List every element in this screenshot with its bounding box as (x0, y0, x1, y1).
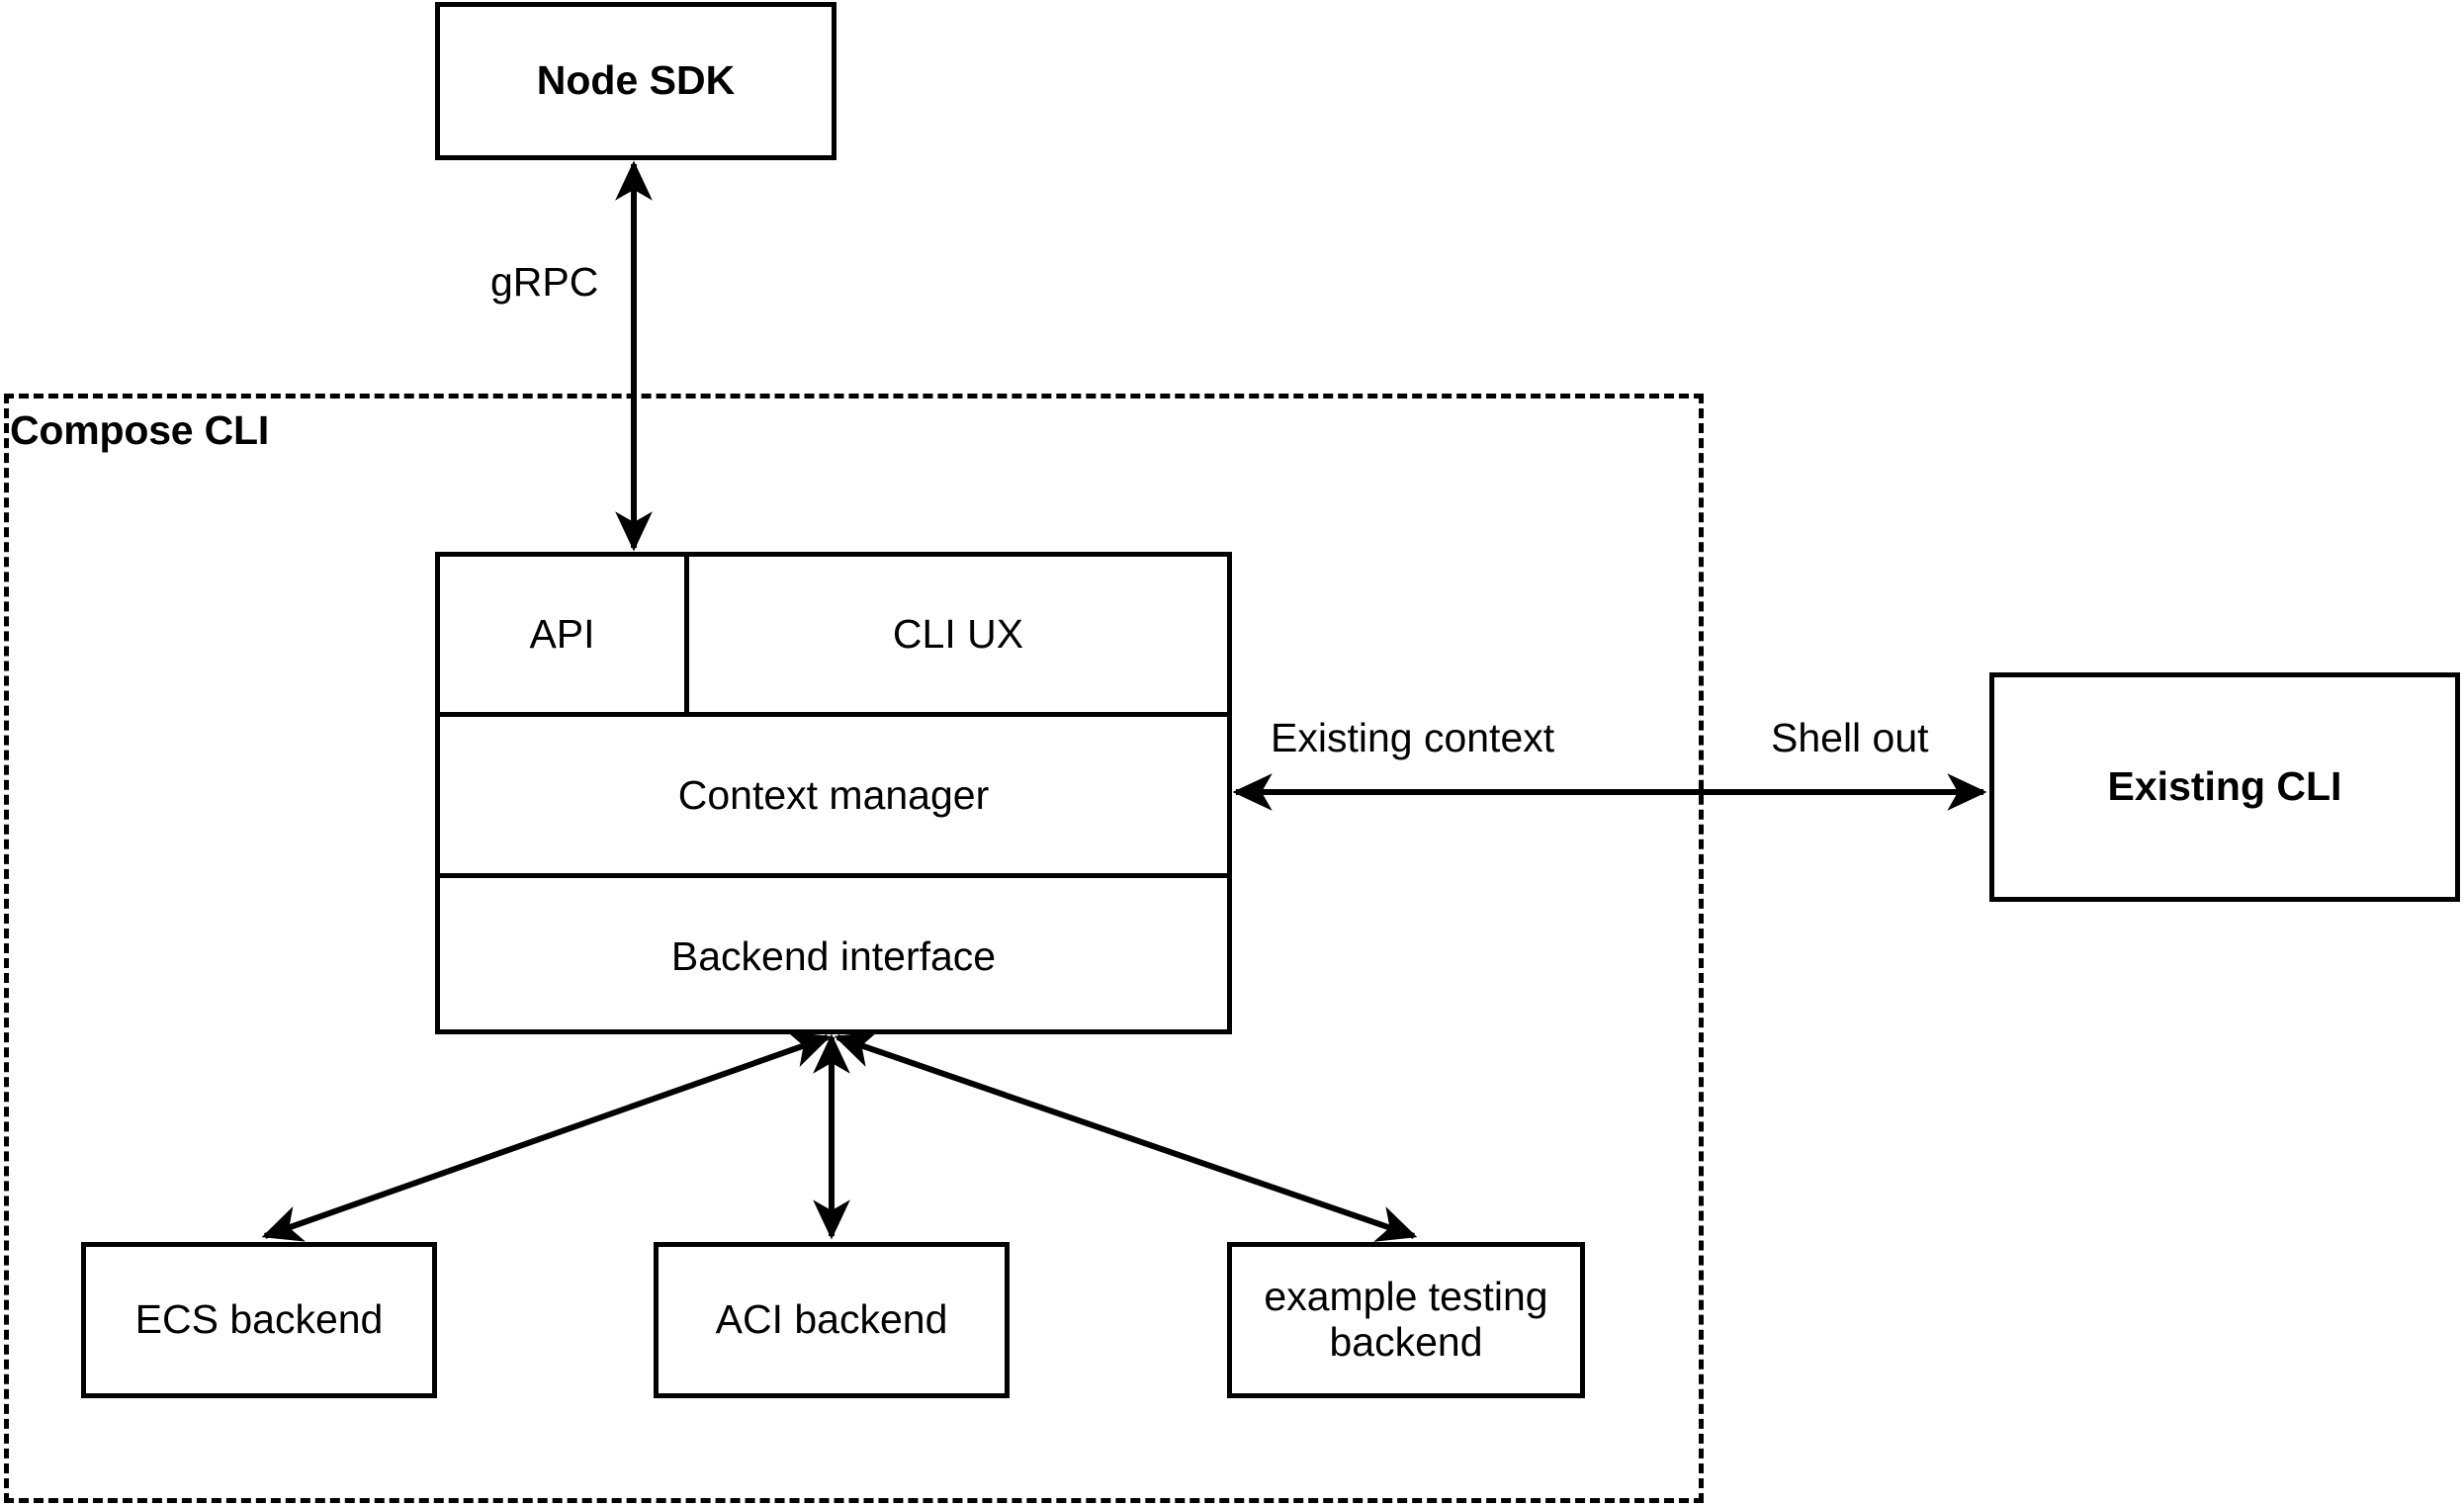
ecs-backend-box[interactable]: ECS backend (81, 1242, 437, 1398)
context-manager-label: Context manager (677, 771, 990, 818)
context-manager-cell[interactable]: Context manager (440, 717, 1227, 878)
existing-cli-label: Existing CLI (2107, 763, 2342, 810)
example-testing-backend-box[interactable]: example testing backend (1227, 1242, 1585, 1398)
api-cell[interactable]: API (440, 557, 689, 712)
compose-cli-group-label: Compose CLI (10, 407, 270, 453)
node-sdk-label: Node SDK (536, 57, 736, 104)
node-sdk-box[interactable]: Node SDK (435, 2, 836, 160)
cli-ux-label: CLI UX (892, 611, 1024, 657)
existing-context-edge-label: Existing context (1267, 715, 1559, 761)
edge-backend-interface-to-ecs (261, 1031, 832, 1242)
compose-cli-core-stack: API CLI UX Context manager Backend inter… (435, 552, 1232, 1034)
grpc-edge-label: gRPC (486, 259, 603, 306)
backend-interface-label: Backend interface (670, 932, 997, 979)
existing-cli-box[interactable]: Existing CLI (1989, 672, 2460, 902)
edge-backend-interface-to-example-testing (834, 1031, 1418, 1242)
aci-backend-label: ACI backend (715, 1296, 948, 1343)
cli-ux-cell[interactable]: CLI UX (689, 557, 1227, 712)
core-row-api-cliux: API CLI UX (440, 557, 1227, 717)
compose-cli-group-boundary (4, 394, 1704, 1503)
backend-interface-cell[interactable]: Backend interface (440, 878, 1227, 1034)
api-label: API (529, 611, 595, 657)
example-testing-backend-label: example testing backend (1264, 1274, 1548, 1365)
ecs-backend-label: ECS backend (134, 1296, 384, 1343)
aci-backend-box[interactable]: ACI backend (654, 1242, 1010, 1398)
shell-out-edge-label: Shell out (1767, 715, 1933, 761)
